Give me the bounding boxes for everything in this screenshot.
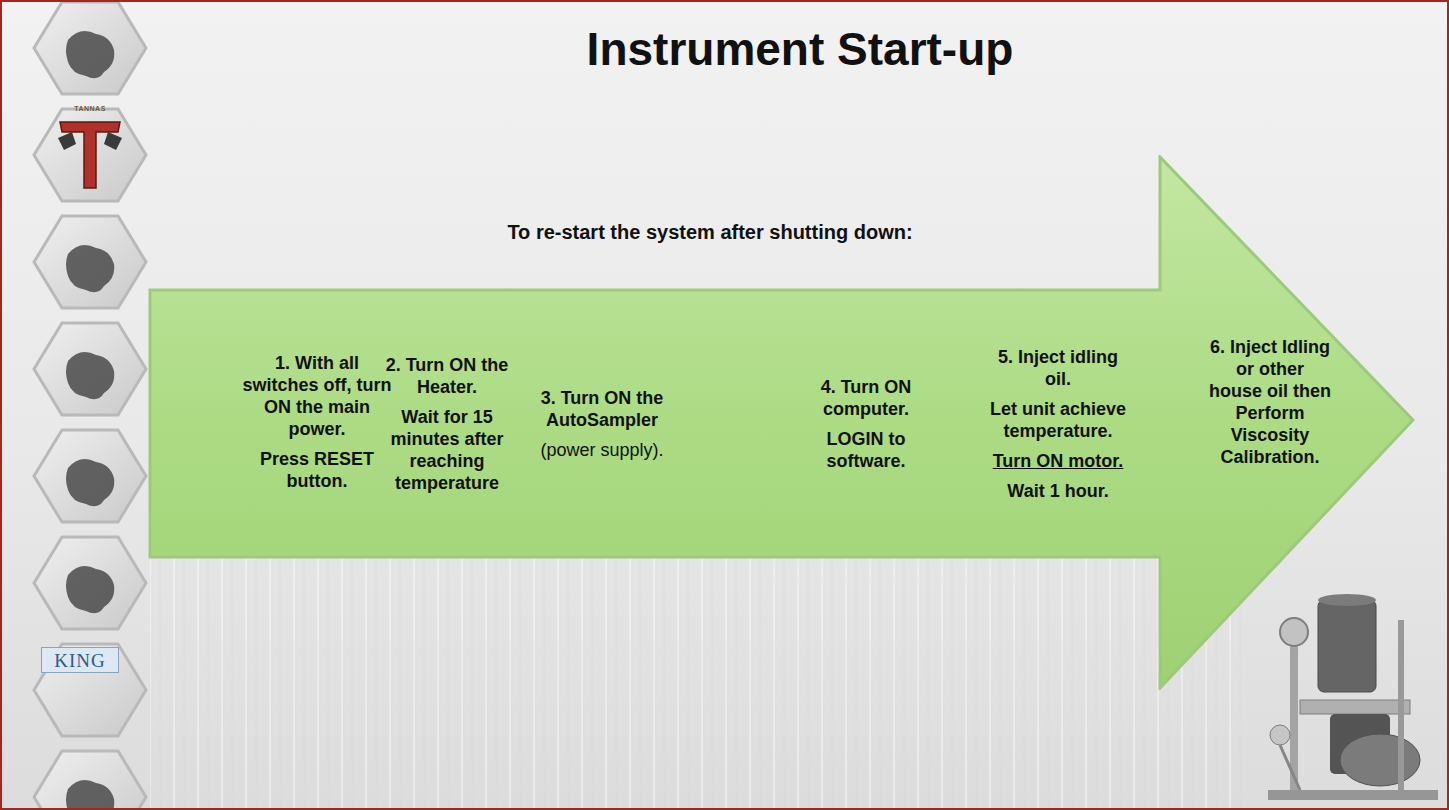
- tannas-logo: [58, 122, 122, 188]
- hexagon-tile: [34, 537, 146, 629]
- continent-silhouette: [66, 352, 114, 399]
- step-column: 2. Turn ON the Heater. Wait for 15 minute…: [381, 354, 513, 494]
- step-column: 4. Turn ON computer. LOGIN to software.: [800, 376, 932, 472]
- arrow-outline: [150, 157, 1413, 688]
- step-text: Let unit achieve temperature.: [987, 398, 1129, 442]
- step-text: 4. Turn ON computer.: [800, 376, 932, 420]
- step-column: 6. Inject Idling or other house oil then…: [1208, 336, 1332, 468]
- logo-text: KING: [41, 647, 119, 673]
- continent-silhouette: [66, 245, 114, 292]
- hexagon-tile: [34, 644, 146, 736]
- step-text: 6. Inject Idling or other house oil then…: [1208, 336, 1332, 468]
- step-text: LOGIN to software.: [800, 428, 932, 472]
- step-text: Turn ON motor.: [987, 450, 1129, 472]
- hexagon-tile: [34, 430, 146, 522]
- subtitle-text: To re-start the system after shutting do…: [400, 221, 1020, 244]
- instrument-illustration: [1268, 594, 1438, 800]
- step-text: 3. Turn ON the AutoSampler: [521, 387, 683, 431]
- step-column: 1. With all switches off, turn ON the ma…: [242, 352, 392, 492]
- hexagon-tile: [34, 216, 146, 308]
- streak-texture: [150, 520, 1250, 810]
- step-text: 5. Inject idling oil.: [987, 346, 1129, 390]
- process-arrow: 1. With all switches off, turn ON the ma…: [148, 155, 1415, 690]
- hexagon-tile: [34, 109, 146, 201]
- step-text: 1. With all switches off, turn ON the ma…: [242, 352, 392, 440]
- step-text: Wait 1 hour.: [987, 480, 1129, 502]
- slide-title: Instrument Start-up: [500, 22, 1100, 76]
- logo-text: TANNAS: [62, 105, 118, 112]
- continent-silhouette: [66, 31, 114, 78]
- step-text: Press RESET button.: [242, 448, 392, 492]
- step-text: Wait for 15 minutes after reaching tempe…: [381, 406, 513, 494]
- step-column: 5. Inject idling oil. Let unit achieve te…: [987, 346, 1129, 502]
- hexagon-column: [34, 2, 146, 810]
- continent-silhouette: [66, 566, 114, 613]
- step-text: 2. Turn ON the Heater.: [381, 354, 513, 398]
- step-text: (power supply).: [521, 439, 683, 461]
- hexagon-tile: [34, 2, 146, 94]
- continent-silhouette: [66, 780, 114, 810]
- hexagon-tile: [34, 323, 146, 415]
- continent-silhouette: [66, 459, 114, 506]
- step-column: 3. Turn ON the AutoSampler (power supply)…: [521, 387, 683, 461]
- hexagon-tile: [34, 751, 146, 810]
